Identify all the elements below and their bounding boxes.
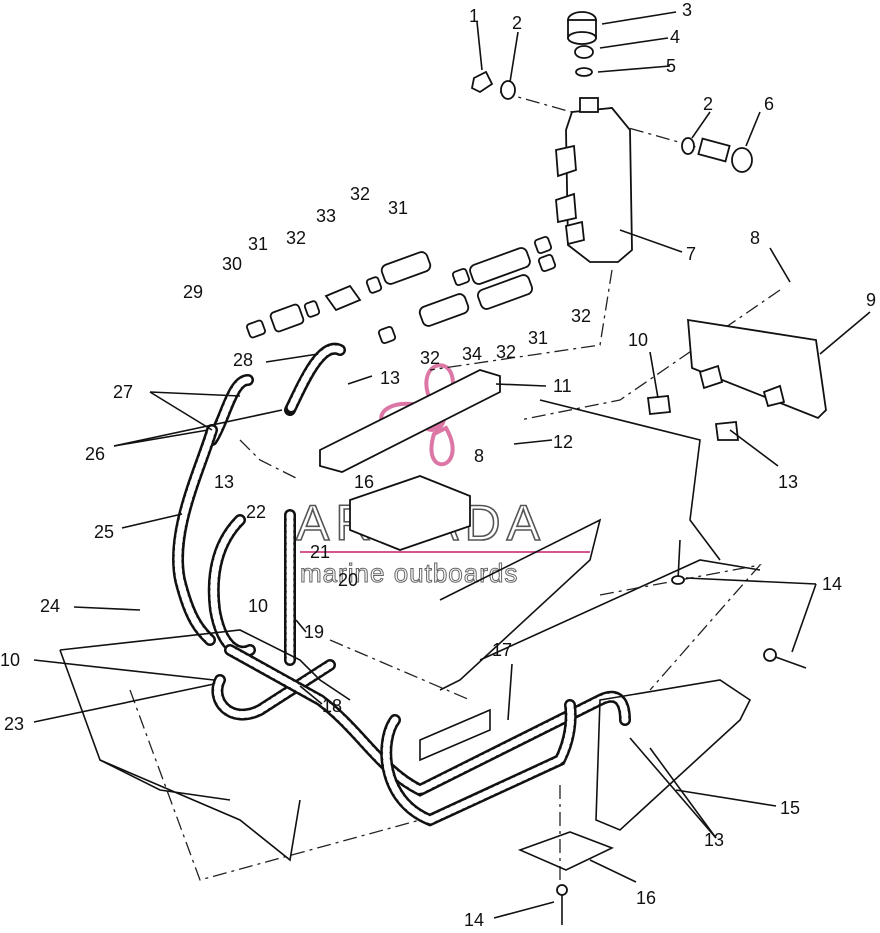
nut-washer-left [470, 70, 516, 100]
callout-11: 11 [553, 376, 572, 396]
hoses [172, 342, 631, 827]
callout-10: 10 [0, 650, 20, 670]
callout-27: 27 [113, 382, 133, 402]
callout-31: 31 [388, 198, 408, 218]
callout-13: 13 [380, 368, 400, 388]
callout-33: 33 [316, 206, 336, 226]
heat-shield [319, 369, 501, 551]
callout-24: 24 [40, 596, 60, 616]
filter-fittings [246, 235, 557, 345]
callout-14: 14 [464, 910, 484, 930]
callout-26: 26 [85, 444, 105, 464]
callout-19: 19 [304, 622, 324, 642]
callout-15: 15 [780, 798, 800, 818]
callout-14: 14 [822, 574, 842, 594]
oil-tank [555, 97, 633, 263]
studs [556, 539, 807, 925]
callout-17: 17 [492, 640, 512, 660]
callout-1: 1 [469, 6, 479, 26]
sight-plug [681, 137, 753, 173]
leader-lines [33, 11, 871, 919]
callout-32: 32 [350, 184, 370, 204]
callout-8: 8 [474, 446, 484, 466]
callout-13: 13 [214, 472, 234, 492]
tank-cap [567, 11, 597, 77]
callout-22: 22 [246, 502, 266, 522]
callout-18: 18 [322, 696, 342, 716]
callout-10: 10 [248, 596, 268, 616]
callout-21: 21 [310, 542, 330, 562]
callout-12: 12 [553, 432, 573, 452]
callout-32: 32 [571, 306, 591, 326]
callout-3: 3 [682, 0, 692, 20]
mount-bracket [646, 318, 827, 441]
callout-32: 32 [420, 348, 440, 368]
callout-31: 31 [528, 328, 548, 348]
callout-23: 23 [4, 714, 24, 734]
callout-25: 25 [94, 522, 114, 542]
callout-34: 34 [462, 344, 482, 364]
callout-13: 13 [778, 472, 798, 492]
callout-8: 8 [750, 228, 760, 248]
callout-6: 6 [764, 94, 774, 114]
callout-13: 13 [704, 830, 724, 850]
callout-28: 28 [233, 350, 253, 370]
callout-4: 4 [670, 27, 680, 47]
callout-32: 32 [286, 228, 306, 248]
callout-16: 16 [636, 888, 656, 908]
callout-29: 29 [183, 282, 203, 302]
callout-10: 10 [628, 330, 648, 350]
callout-30: 30 [222, 254, 242, 274]
callout-31: 31 [248, 234, 268, 254]
callout-20: 20 [338, 570, 358, 590]
callout-7: 7 [686, 244, 696, 264]
callout-9: 9 [866, 290, 876, 310]
callout-32: 32 [496, 342, 516, 362]
callout-5: 5 [666, 56, 676, 76]
callout-2: 2 [512, 13, 522, 33]
watermark-subtitle: marine outboards [300, 558, 518, 588]
callout-2: 2 [703, 94, 713, 114]
callout-16: 16 [354, 472, 374, 492]
lower-frame [59, 399, 761, 871]
